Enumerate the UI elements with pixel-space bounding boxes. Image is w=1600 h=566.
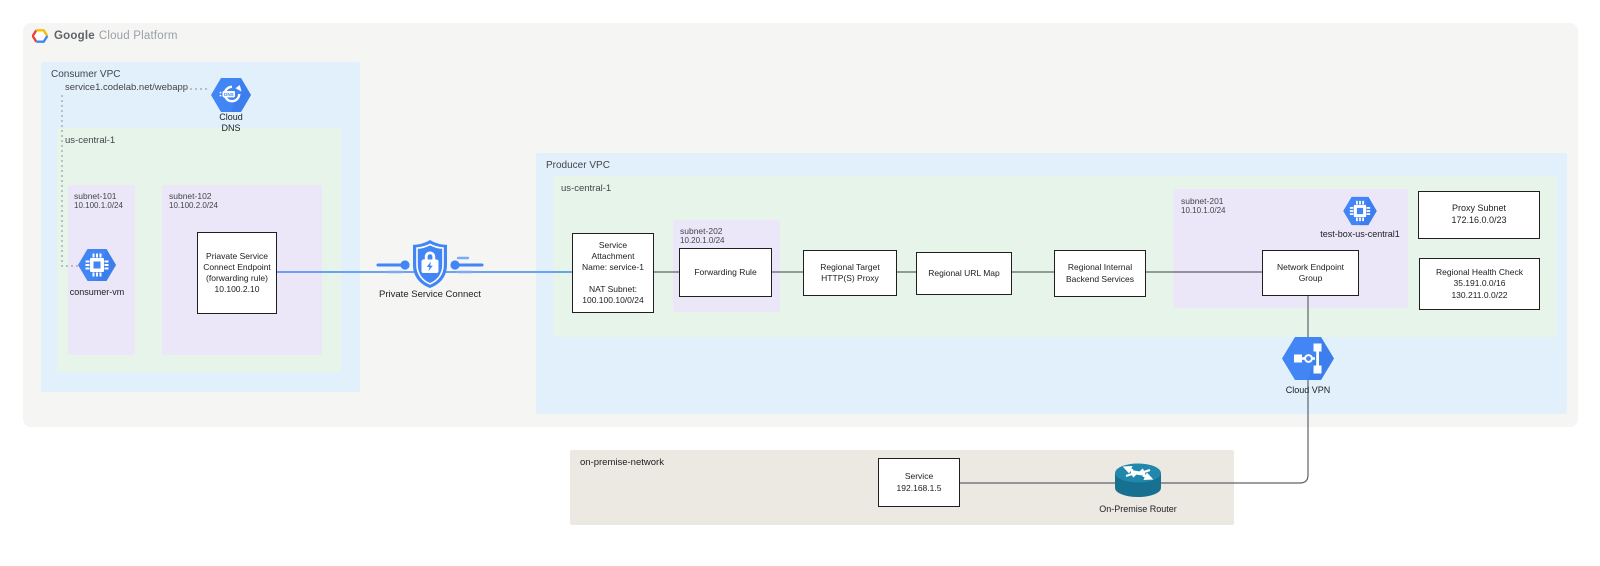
subnet-201-name: subnet-201 xyxy=(1181,196,1224,206)
subnet-202-cidr: 10.20.1.0/24 xyxy=(680,236,725,245)
producer-region-label: us-central-1 xyxy=(561,183,612,194)
subnet-101-name: subnet-101 xyxy=(74,191,117,201)
cloud-vpn-icon xyxy=(1282,336,1334,381)
consumer-vm-label: consumer-vm xyxy=(69,287,125,297)
service-attachment-node: Service Attachment Name: service-1 NAT S… xyxy=(572,233,654,313)
subnet-102-name: subnet-102 xyxy=(169,191,212,201)
subnet-102-cidr: 10.100.2.0/24 xyxy=(169,201,218,210)
regional-health-check-node: Regional Health Check 35.191.0.0/16 130.… xyxy=(1419,258,1540,310)
proxy-subnet-node: Proxy Subnet 172.16.0.0/23 xyxy=(1418,191,1540,239)
on-premise-network-label: on-premise-network xyxy=(580,457,664,468)
subnet-201-cidr: 10.10.1.0/24 xyxy=(1181,206,1226,215)
forwarding-rule-node: Forwarding Rule xyxy=(679,248,772,297)
network-endpoint-group-node: Network Endpoint Group xyxy=(1262,250,1359,296)
producer-vpc-label: Producer VPC xyxy=(546,160,610,171)
test-box-icon xyxy=(1343,196,1377,226)
onprem-service-node: Service 192.168.1.5 xyxy=(878,458,960,507)
subnet-202-name: subnet-202 xyxy=(680,226,723,236)
private-service-connect-label: Private Service Connect xyxy=(379,289,481,300)
on-premise-router-icon xyxy=(1113,460,1163,502)
regional-target-proxy-node: Regional Target HTTP(S) Proxy xyxy=(803,250,897,296)
brand-google: Google xyxy=(54,30,95,42)
consumer-vpc-label: Consumer VPC xyxy=(51,69,121,80)
gcp-logo-icon xyxy=(32,29,48,43)
psc-endpoint-node: Priavate Service Connect Endpoint (forwa… xyxy=(197,232,277,314)
regional-url-map-node: Regional URL Map xyxy=(916,252,1012,295)
private-service-connect-icon xyxy=(372,238,488,290)
dns-record-text: service1.codelab.net/webapp xyxy=(65,82,189,93)
cloud-dns-icon: DNS xyxy=(211,77,251,113)
svg-text:DNS: DNS xyxy=(224,92,234,97)
brand-cloud-platform: Cloud Platform xyxy=(98,30,178,42)
subnet-101-cidr: 10.100.1.0/24 xyxy=(74,201,123,210)
regional-backend-services-node: Regional Internal Backend Services xyxy=(1054,250,1146,297)
cloud-dns-label: Cloud DNS xyxy=(219,112,243,134)
on-premise-router-label: On-Premise Router xyxy=(1099,504,1177,514)
consumer-region-label: us-central-1 xyxy=(65,135,116,146)
cloud-vpn-label: Cloud VPN xyxy=(1285,385,1331,395)
test-box-label: test-box-us-central1 xyxy=(1320,229,1400,239)
consumer-vm-icon xyxy=(78,248,116,282)
